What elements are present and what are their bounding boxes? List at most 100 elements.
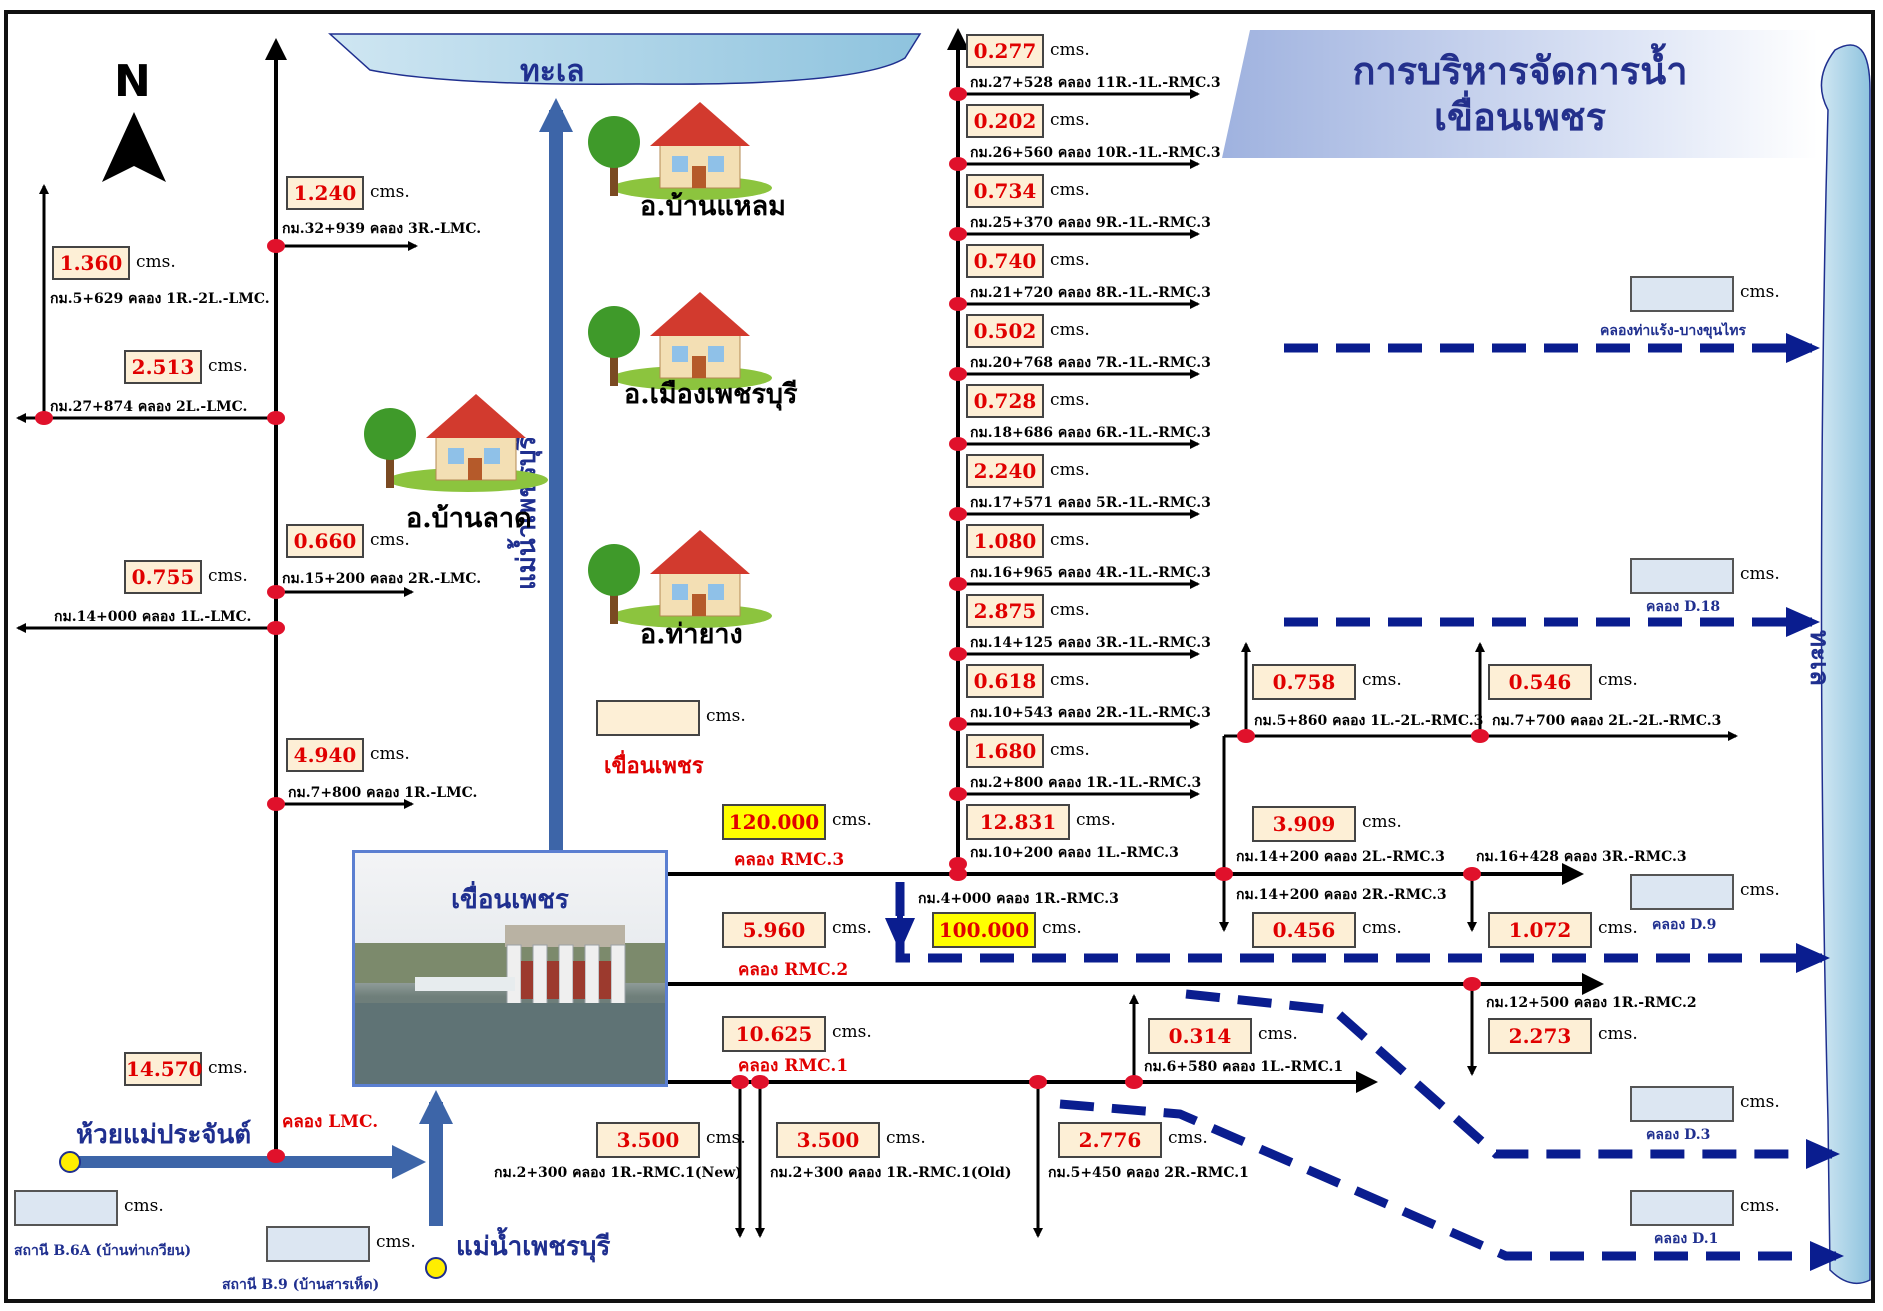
- drain-0-unit: cms.: [1740, 282, 1780, 302]
- rmc3-branch-4-unit: cms.: [1050, 320, 1090, 340]
- sea-top-label: ทะเล: [520, 54, 585, 89]
- lmc-branch-1-label: กม.5+629 คลอง 1R.-2L.-LMC.: [50, 291, 270, 307]
- lmc-branch-4-unit: cms.: [208, 566, 248, 586]
- rmc1-branch-3-label: กม.6+580 คลอง 1L.-RMC.1: [1144, 1059, 1344, 1075]
- rmc3-sub-4-unit: cms.: [1598, 918, 1638, 938]
- rmc3-branch-6-unit: cms.: [1050, 460, 1090, 480]
- drain-2-value: [1630, 874, 1734, 910]
- lmc-branch-1-value: 1.360: [52, 246, 130, 280]
- drain-1-unit: cms.: [1740, 564, 1780, 584]
- rmc3-main-unit: cms.: [832, 810, 872, 830]
- rmc1-branch-0-value: 3.500: [596, 1122, 700, 1158]
- junction-node: [949, 577, 967, 591]
- rmc1-branch-1-unit: cms.: [886, 1128, 926, 1148]
- house-tree-icon: [580, 92, 780, 206]
- junction-node: [949, 857, 967, 871]
- lmc-main-value: 14.570: [124, 1052, 203, 1086]
- town-0-label: อ.บ้านแหลม: [640, 191, 786, 222]
- lmc-branch-1-unit: cms.: [136, 252, 176, 272]
- rmc3-sub-4-value: 1.072: [1488, 912, 1592, 948]
- lmc-branch-0-unit: cms.: [370, 182, 410, 202]
- rmc3-branch-2-unit: cms.: [1050, 180, 1090, 200]
- town-1-label: อ.เมืองเพชรบุรี: [624, 379, 798, 410]
- rmc3-branch-1-unit: cms.: [1050, 110, 1090, 130]
- station-b6a-dot: [59, 1151, 81, 1173]
- rmc3-branch-3-label: กม.21+720 คลอง 8R.-1L.-RMC.3: [970, 285, 1211, 301]
- junction-node: [731, 1075, 749, 1089]
- house-tree-icon: [580, 282, 780, 396]
- junction-nodes: [35, 87, 1489, 1163]
- rmc3-branch-8-value: 2.875: [966, 594, 1044, 628]
- station-0-unit: cms.: [124, 1196, 164, 1216]
- drain-d1-line: [1059, 1099, 1844, 1271]
- rmc3-branch-10-value: 1.680: [966, 734, 1044, 768]
- junction-node: [1215, 867, 1233, 881]
- rmc1-branch-1-value: 3.500: [776, 1122, 880, 1158]
- rmc3-main-label: คลอง RMC.3: [734, 850, 845, 870]
- junction-node: [949, 367, 967, 381]
- lmc-branch-4-label: กม.14+000 คลอง 1L.-LMC.: [54, 609, 252, 625]
- junction-node: [267, 411, 285, 425]
- rmc3-branch-lines: [958, 89, 1200, 799]
- lmc-main-label: คลอง LMC.: [282, 1112, 379, 1132]
- rmc3-sub-1-unit: cms.: [1598, 670, 1638, 690]
- rmc2-main-label: คลอง RMC.2: [738, 960, 849, 980]
- rmc2-main-value: 5.960: [722, 912, 826, 948]
- junction-node: [267, 585, 285, 599]
- rmc1-branch-2-value: 2.776: [1058, 1122, 1162, 1158]
- rmc3-branch-1-label: กม.26+560 คลอง 10R.-1L.-RMC.3: [970, 145, 1221, 161]
- junction-node: [949, 867, 967, 881]
- junction-node: [949, 507, 967, 521]
- junction-node: [1029, 1075, 1047, 1089]
- lmc-branch-2-unit: cms.: [208, 356, 248, 376]
- station-1-unit: cms.: [376, 1232, 416, 1252]
- rmc3-sub-2-value: 3.909: [1252, 806, 1356, 842]
- rmc3-branch-3-value: 0.740: [966, 244, 1044, 278]
- rmc3-branch-2-value: 0.734: [966, 174, 1044, 208]
- house-tree-icon: [356, 384, 556, 498]
- rmc3-branch-5-value: 0.728: [966, 384, 1044, 418]
- rmc3-diversion-value: 100.000: [932, 912, 1036, 948]
- town-2-label: อ.บ้านลาด: [406, 503, 532, 534]
- station-0-value: [14, 1190, 118, 1226]
- rmc1-branch-1-label: กม.2+300 คลอง 1R.-RMC.1(Old): [770, 1165, 1012, 1181]
- rmc3-branch-7-label: กม.16+965 คลอง 4R.-1L.-RMC.3: [970, 565, 1211, 581]
- rmc2-branch-unit: cms.: [1598, 1024, 1638, 1044]
- rmc3-branch-8-unit: cms.: [1050, 600, 1090, 620]
- rmc3-branch-5-unit: cms.: [1050, 390, 1090, 410]
- drain-4-unit: cms.: [1740, 1196, 1780, 1216]
- rmc2-main-unit: cms.: [832, 918, 872, 938]
- junction-node: [1471, 729, 1489, 743]
- drain-3-label: คลอง D.3: [1646, 1127, 1711, 1143]
- rmc3-branch-4-value: 0.502: [966, 314, 1044, 348]
- junction-node: [1237, 729, 1255, 743]
- rmc3-sub-0-label: กม.5+860 คลอง 1L.-2L.-RMC.3: [1254, 713, 1484, 729]
- rmc3-branch-9-unit: cms.: [1050, 670, 1090, 690]
- lmc-branch-5-unit: cms.: [370, 744, 410, 764]
- rmc2-branch-value: 2.273: [1488, 1018, 1592, 1054]
- rmc3-branch-8-label: กม.14+125 คลอง 3R.-1L.-RMC.3: [970, 635, 1211, 651]
- dam-photo-illustration: [355, 925, 665, 1084]
- rmc3-sub-3-value: 0.456: [1252, 912, 1356, 948]
- lmc-branch-3-value: 0.660: [286, 524, 364, 558]
- lmc-branch-5-label: กม.7+800 คลอง 1R.-LMC.: [288, 785, 478, 801]
- dam-photo-title: เขื่อนเพชร: [451, 885, 569, 915]
- drain-0-label: คลองท่าแร้ง-บางขุนไทร: [1600, 323, 1746, 339]
- lmc-branch-2-label: กม.27+874 คลอง 2L.-LMC.: [50, 399, 248, 415]
- drain-2-unit: cms.: [1740, 880, 1780, 900]
- lmc-main-unit: cms.: [208, 1058, 248, 1078]
- junction-node: [949, 297, 967, 311]
- rmc3-branch-2-label: กม.25+370 คลอง 9R.-1L.-RMC.3: [970, 215, 1211, 231]
- rmc3-diversion-unit: cms.: [1042, 918, 1082, 938]
- rmc3-branch-7-value: 1.080: [966, 524, 1044, 558]
- rmc3-branch-1-value: 0.202: [966, 104, 1044, 138]
- rmc3-branch-11-unit: cms.: [1076, 810, 1116, 830]
- junction-node: [949, 437, 967, 451]
- town-3-label: อ.ท่ายาง: [640, 619, 743, 650]
- drain-d3-line: [1185, 989, 1840, 1169]
- rmc3-km4-label: กม.4+000 คลอง 1R.-RMC.3: [918, 891, 1119, 907]
- rmc3-branch-11-value: 12.831: [966, 804, 1070, 840]
- rmc3-branch-6-value: 2.240: [966, 454, 1044, 488]
- junction-node: [1463, 977, 1481, 991]
- rmc3-main-value: 120.000: [722, 804, 826, 840]
